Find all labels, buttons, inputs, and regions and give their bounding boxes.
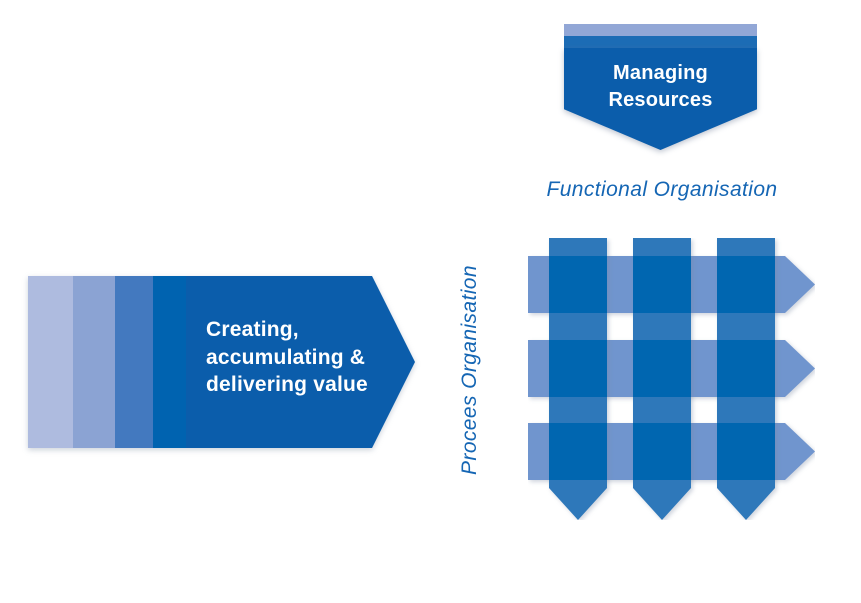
overlap-cell xyxy=(633,256,691,313)
overlap-cell xyxy=(633,340,691,397)
overlap-cell xyxy=(717,256,775,313)
overlap-cell xyxy=(549,423,607,480)
overlap-cell xyxy=(633,423,691,480)
value-arrow-shape: Creating, accumulating & delivering valu… xyxy=(28,276,415,448)
value-arrow-wrap: Creating, accumulating & delivering valu… xyxy=(28,276,415,448)
overlap-cells-group xyxy=(549,256,775,480)
overlap-cell xyxy=(549,256,607,313)
banner-ribbon-shape: Managing Resources xyxy=(564,48,757,150)
value-arrow-label: Creating, accumulating & delivering valu… xyxy=(206,318,368,396)
overlap-cell xyxy=(717,423,775,480)
banner-body-wrap: Managing Resources xyxy=(564,48,757,150)
matrix-grid xyxy=(528,238,815,520)
overlap-cell xyxy=(549,340,607,397)
functional-organisation-label: Functional Organisation xyxy=(546,178,778,201)
banner-label: Managing Resources xyxy=(608,62,713,111)
process-organisation-label: Procees Organisation xyxy=(458,265,481,475)
managing-resources-banner: Managing Resources xyxy=(564,24,757,150)
banner-stripe-light xyxy=(564,24,757,36)
banner-stripe-mid xyxy=(564,36,757,48)
overlap-cell xyxy=(717,340,775,397)
